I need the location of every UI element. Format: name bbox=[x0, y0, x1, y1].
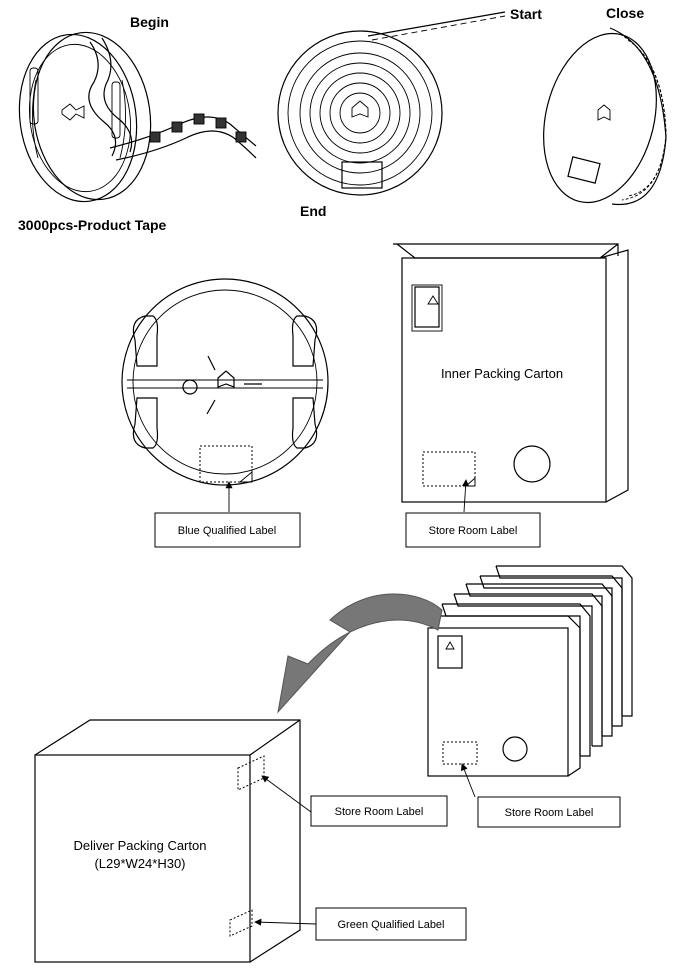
stack-store-room-label: Store Room Label bbox=[505, 807, 594, 819]
deliver-carton-title: Deliver Packing Carton bbox=[74, 838, 207, 853]
deliver-store-room-label: Store Room Label bbox=[335, 806, 424, 818]
green-qualified-label-box bbox=[315, 907, 467, 941]
product-tape-label: 3000pcs-Product Tape bbox=[18, 217, 167, 233]
green-qualified-label: Green Qualified Label bbox=[337, 919, 444, 931]
begin-label: Begin bbox=[130, 14, 169, 30]
begin-reel bbox=[18, 31, 257, 203]
blue-qualified-label-box bbox=[154, 512, 301, 548]
inner-store-room-label-box bbox=[405, 512, 541, 548]
stack-store-room-label-box bbox=[477, 796, 621, 828]
transfer-arrow bbox=[277, 593, 443, 714]
reel-front-view bbox=[121, 278, 329, 486]
start-label: Start bbox=[510, 6, 542, 22]
blue-qualified-label: Blue Qualified Label bbox=[178, 525, 276, 537]
stack-store-label-arrow bbox=[460, 763, 476, 798]
end-reel bbox=[277, 11, 506, 196]
deliver-store-room-label-box bbox=[310, 795, 448, 827]
green-label-arrow bbox=[254, 918, 317, 926]
carton-stack bbox=[427, 565, 633, 777]
close-reel bbox=[543, 27, 667, 206]
inner-store-label-arrow bbox=[462, 479, 470, 513]
inner-carton-title: Inner Packing Carton bbox=[441, 366, 563, 381]
deliver-carton-size: (L29*W24*H30) bbox=[94, 856, 185, 871]
deliver-packing-carton bbox=[34, 719, 301, 963]
inner-packing-carton bbox=[393, 243, 629, 503]
deliver-store-label-arrow bbox=[261, 775, 312, 813]
inner-store-room-label: Store Room Label bbox=[429, 525, 518, 537]
close-label: Close bbox=[606, 5, 644, 21]
end-label: End bbox=[300, 203, 326, 219]
